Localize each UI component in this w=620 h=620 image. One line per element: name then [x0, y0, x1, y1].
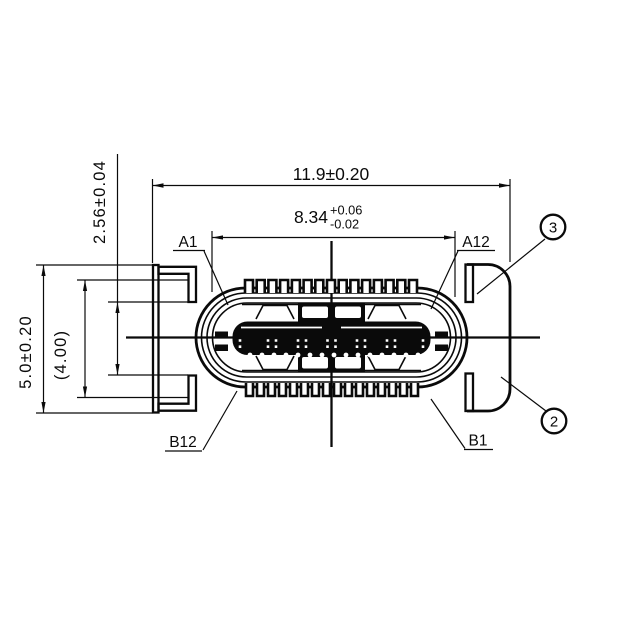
pin-label-b1: B1 — [469, 433, 488, 450]
dim-reference-height: (4.00) — [52, 279, 188, 399]
leader-line — [202, 390, 238, 451]
callout-2-circle — [540, 407, 568, 435]
leader-line — [430, 398, 466, 449]
bottom-pins — [244, 383, 420, 398]
callout-3: 3 — [476, 213, 567, 295]
dim-overall-width-text: 11.9±0.20 — [293, 164, 370, 184]
dim-contact-span: 8.34 +0.06 -0.02 — [211, 203, 456, 297]
right-flange-leg-bottom — [464, 372, 475, 413]
right-flange — [464, 263, 512, 413]
latch-right — [435, 331, 448, 338]
latch-left — [215, 344, 228, 351]
dim-contact-span-tol-dn: -0.02 — [330, 217, 359, 232]
housing-slot — [302, 306, 328, 318]
leader-line — [203, 250, 229, 306]
housing-detail-bottom — [242, 353, 421, 372]
callout-3-circle — [539, 213, 567, 241]
pin-row-b — [244, 383, 420, 398]
housing-detail-top — [242, 303, 421, 322]
arrowhead — [41, 265, 46, 276]
dim-overall-height: 5.0±0.20 — [17, 264, 153, 414]
pin-label-a1: A1 — [179, 234, 198, 251]
arrowhead — [82, 280, 88, 291]
left-bracket-hook-bottom — [157, 374, 198, 412]
housing-rib — [255, 304, 295, 320]
arrowhead — [82, 386, 88, 398]
shell-ring-2 — [206, 297, 457, 378]
arrowhead — [444, 235, 455, 240]
left-bracket — [151, 263, 198, 414]
callout-2: 2 — [500, 376, 568, 435]
housing-rib — [367, 355, 407, 371]
pin-label-b12: B12 — [169, 434, 197, 451]
latch-left — [215, 331, 228, 338]
housing-slot — [335, 357, 361, 369]
housing-slot — [302, 357, 328, 369]
top-pins — [243, 278, 419, 293]
arrowhead — [152, 183, 164, 188]
left-bracket-plate — [151, 263, 160, 414]
dim-row-pitch-text: 2.56±0.04 — [91, 160, 109, 244]
leader-line — [476, 238, 546, 295]
right-flange-plate — [467, 263, 512, 413]
tongue-notches — [247, 352, 421, 358]
callout-3-number: 3 — [549, 220, 557, 237]
leader-line — [430, 250, 459, 310]
pin-label-a12: A12 — [462, 234, 490, 251]
right-flange-leg-top — [464, 263, 475, 304]
housing-rib — [255, 355, 295, 371]
tongue-body — [232, 321, 431, 355]
arrowhead — [115, 302, 120, 313]
housing-rib — [367, 304, 407, 320]
dim-overall-height-text: 5.0±0.20 — [17, 315, 35, 389]
latch-right — [435, 344, 448, 351]
dim-overall-width: 11.9±0.20 — [151, 164, 511, 263]
arrowhead — [212, 235, 223, 240]
callout-2-number: 2 — [550, 414, 558, 431]
tongue — [215, 321, 448, 358]
left-bracket-hook-top — [157, 265, 198, 304]
arrowhead — [41, 402, 46, 413]
housing-slot — [335, 306, 361, 318]
dim-contact-span-text: 8.34 — [294, 207, 328, 227]
dim-contact-span-tol-up: +0.06 — [330, 203, 362, 218]
arrowhead — [499, 183, 510, 188]
dim-reference-height-text: (4.00) — [52, 330, 70, 380]
pin-row-a — [243, 278, 419, 293]
leader-line — [500, 376, 547, 412]
arrowhead — [115, 364, 120, 375]
pin-labels: A1 A12 B12 B1 — [165, 234, 495, 452]
